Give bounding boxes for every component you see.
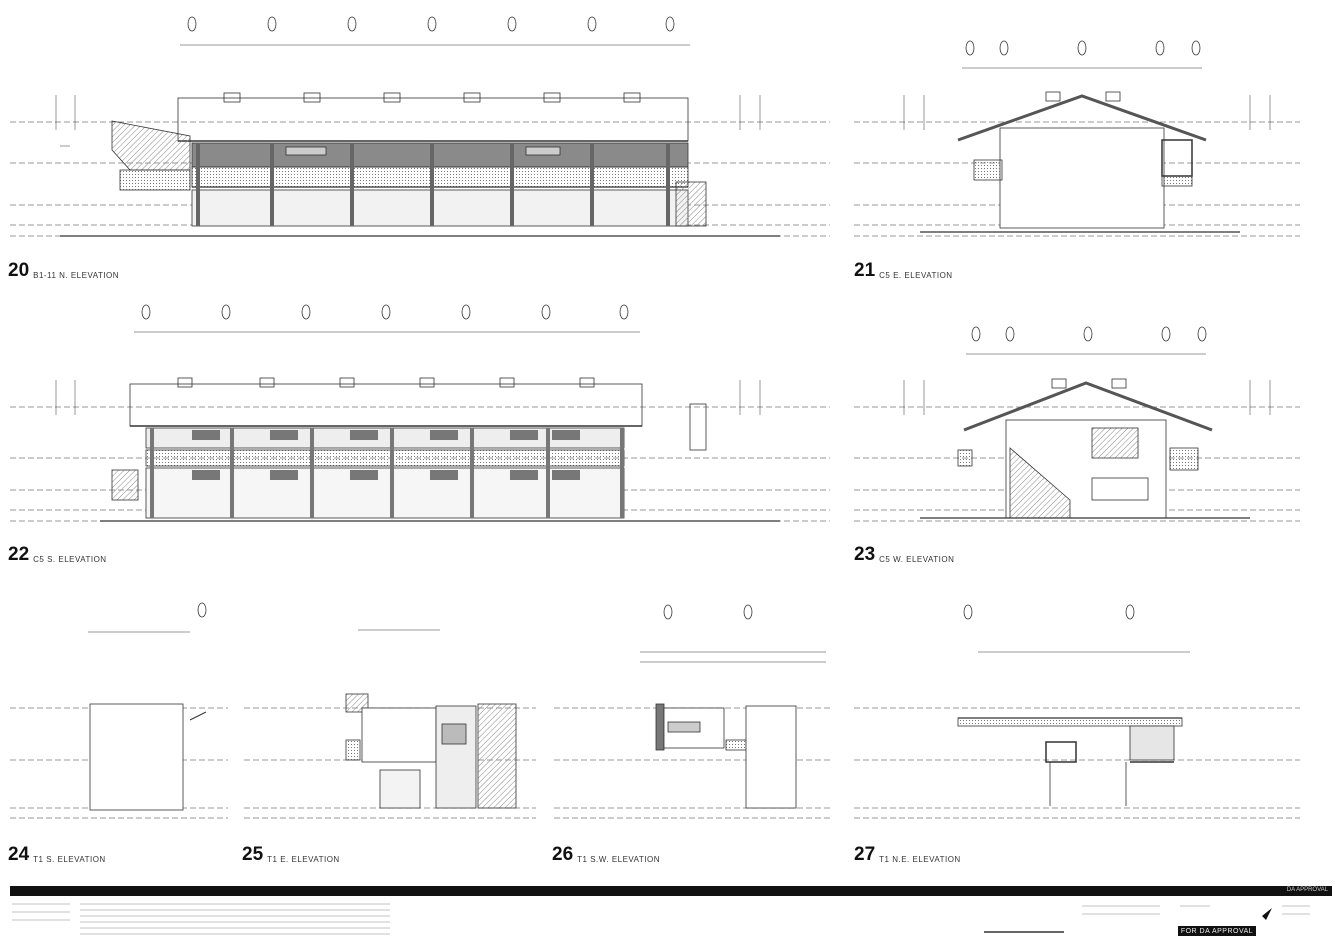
view-title: C5 W. ELEVATION (879, 555, 955, 564)
view-25-elevation (244, 629, 536, 819)
approval-stamp: FOR DA APPROVAL (1178, 926, 1256, 936)
view-number: 26 (552, 844, 574, 865)
view-label-20: 20 B1-11 N. ELEVATION (8, 260, 120, 281)
view-title: C5 S. ELEVATION (33, 555, 107, 564)
view-23-elevation (854, 326, 1300, 522)
view-label-24: 24 T1 S. ELEVATION (8, 844, 106, 865)
grid-bubbles-21 (965, 40, 1201, 56)
view-number: 25 (242, 844, 264, 865)
view-label-22: 22 C5 S. ELEVATION (8, 544, 107, 565)
status-text: DA APPROVAL (1286, 887, 1328, 893)
view-27-elevation (854, 604, 1300, 819)
view-label-21: 21 C5 E. ELEVATION (854, 260, 953, 281)
view-title: T1 N.E. ELEVATION (879, 855, 961, 864)
view-number: 23 (854, 544, 876, 565)
view-24-elevation (10, 602, 228, 819)
view-title: T1 S.W. ELEVATION (577, 855, 661, 864)
view-number: 24 (8, 844, 30, 865)
view-26-elevation (554, 604, 830, 819)
view-22-elevation (10, 304, 830, 522)
titleblock-lines (12, 903, 1310, 935)
view-label-25: 25 T1 E. ELEVATION (242, 844, 340, 865)
grid-bubbles-20 (187, 16, 675, 32)
view-20-elevation (10, 16, 830, 237)
view-number: 27 (854, 844, 876, 865)
view-title: B1-11 N. ELEVATION (33, 271, 120, 280)
grid-bubbles-22 (141, 304, 629, 320)
view-title: T1 E. ELEVATION (267, 855, 340, 864)
view-label-27: 27 T1 N.E. ELEVATION (854, 844, 961, 865)
columns-20 (196, 143, 670, 226)
vents-20 (223, 92, 641, 103)
view-number: 22 (8, 544, 30, 565)
view-title: C5 E. ELEVATION (879, 271, 953, 280)
level-markers-20 (55, 95, 761, 147)
title-block-bar: DA APPROVAL (10, 886, 1332, 896)
view-label-26: 26 T1 S.W. ELEVATION (552, 844, 661, 865)
view-title: T1 S. ELEVATION (33, 855, 106, 864)
view-number: 21 (854, 260, 876, 281)
view-21-elevation (854, 40, 1300, 237)
title-block: DA APPROVAL FOR DA APPROVAL (10, 886, 1332, 944)
view-label-23: 23 C5 W. ELEVATION (854, 544, 955, 565)
view-number: 20 (8, 260, 30, 281)
north-arrow-icon (1262, 908, 1272, 920)
